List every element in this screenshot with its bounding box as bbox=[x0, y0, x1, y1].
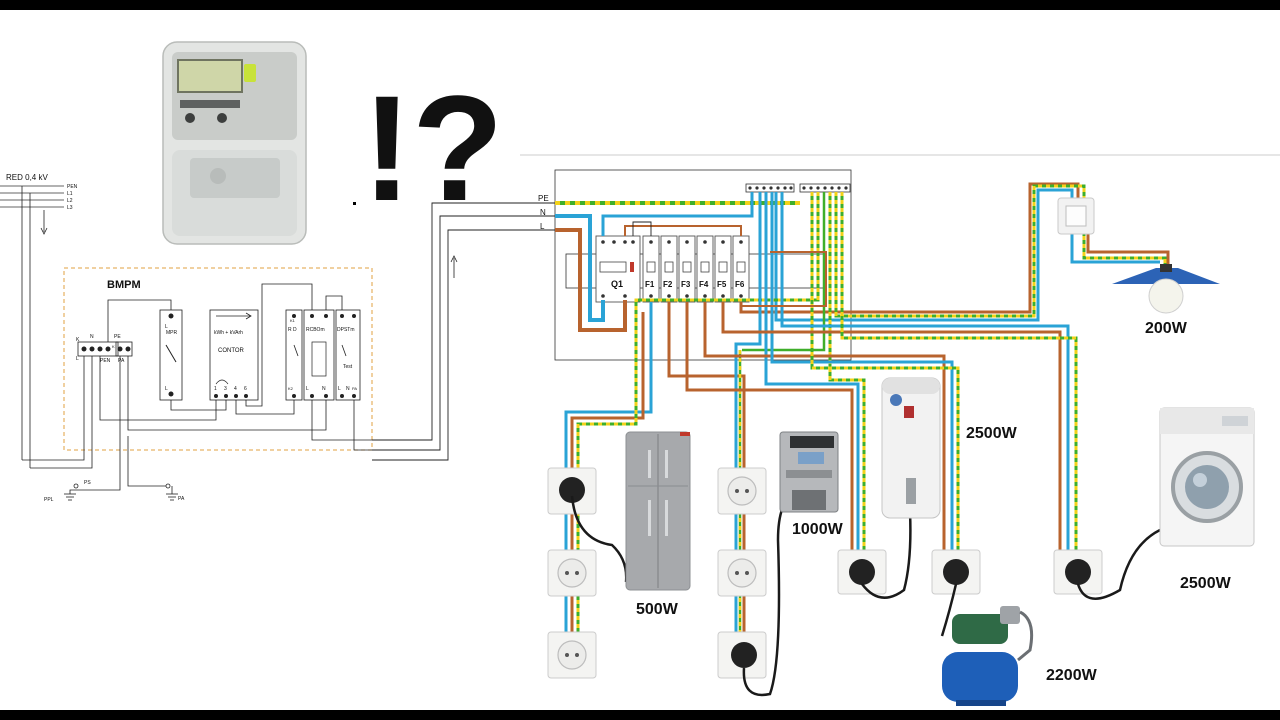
socket-pump bbox=[931, 549, 981, 595]
bmpm-title: BMPM bbox=[107, 279, 141, 291]
arrow-up-icon bbox=[450, 255, 458, 278]
coffee-machine-image bbox=[779, 431, 839, 513]
meter-term-1: 1 bbox=[214, 386, 217, 392]
meter-label: kWh + kVArh bbox=[214, 330, 243, 336]
washer-power: 2500W bbox=[1180, 575, 1232, 592]
pump-power: 2200W bbox=[1046, 667, 1098, 684]
bus-label-n: N bbox=[540, 208, 546, 217]
bmpm-term-pe: PE bbox=[114, 334, 121, 340]
socket-washer bbox=[1053, 549, 1103, 595]
ground-ppl: PPL bbox=[44, 497, 54, 503]
bterm-l2: L bbox=[338, 386, 341, 392]
fridge-power: 500W bbox=[636, 601, 679, 618]
rcbo-device bbox=[303, 309, 335, 401]
arrow-down-icon bbox=[40, 227, 48, 235]
lamp-power: 200W bbox=[1145, 320, 1188, 337]
breaker-label-dpst: DPSTm bbox=[337, 327, 355, 333]
socket-fridge-3 bbox=[547, 631, 597, 679]
breaker-f1 bbox=[642, 235, 660, 303]
breaker-f2 bbox=[660, 235, 678, 303]
arrow-right-icon bbox=[245, 312, 252, 320]
light-switch-image bbox=[1057, 197, 1095, 235]
breaker-f6 bbox=[732, 235, 750, 303]
line-pen: PEN bbox=[67, 184, 78, 190]
feeder-cable bbox=[372, 202, 555, 461]
test-label: Test bbox=[343, 364, 353, 370]
mpr-term-top: L bbox=[165, 324, 168, 330]
meter-name: CONTOR bbox=[218, 348, 245, 354]
q1-label: Q1 bbox=[611, 279, 623, 289]
ceiling-lamp-image bbox=[1112, 264, 1220, 314]
bterm-n1: N bbox=[322, 386, 326, 392]
socket-fridge-2 bbox=[547, 549, 597, 597]
bmpm-term-k2: K bbox=[112, 344, 115, 349]
bterm-l1: L bbox=[306, 386, 309, 392]
bmpm-term-l: L bbox=[76, 356, 79, 362]
mpr-term-bottom: L bbox=[165, 386, 168, 392]
breaker-f4 bbox=[696, 235, 714, 303]
bmpm-term-pa: PA bbox=[118, 358, 125, 364]
socket-coffee-3 bbox=[717, 631, 767, 679]
water-heater-image bbox=[881, 377, 941, 519]
socket-fridge-1 bbox=[547, 467, 597, 515]
ground-icon bbox=[64, 486, 178, 501]
water-pump-image bbox=[942, 606, 1034, 706]
coffee-power: 1000W bbox=[792, 521, 844, 538]
ground-pa: PA bbox=[178, 496, 185, 502]
meter-device bbox=[209, 309, 259, 401]
supply-label: RED 0,4 kV bbox=[6, 173, 48, 182]
bmpm-term-n: N bbox=[90, 334, 94, 340]
appliance-cords bbox=[570, 493, 1161, 697]
breaker-label-rcbo: RCBOm bbox=[306, 327, 325, 333]
f3-label: F3 bbox=[681, 280, 691, 289]
line-l3: L3 bbox=[67, 205, 73, 211]
bmpm-dashed-border bbox=[63, 267, 373, 451]
breaker-f3 bbox=[678, 235, 696, 303]
bterm-pa: PA bbox=[352, 386, 357, 391]
meter-term-3: 3 bbox=[224, 386, 227, 392]
f1-label: F1 bbox=[645, 280, 655, 289]
mpr-label: MPR bbox=[166, 330, 178, 336]
supply-network: RED 0,4 kV PEN L1 L2 L3 bbox=[0, 173, 78, 468]
breaker-label-rd: R D bbox=[288, 327, 297, 333]
f4-label: F4 bbox=[699, 280, 709, 289]
bmpm-term-k: K bbox=[76, 337, 80, 343]
line-l2: L2 bbox=[67, 198, 73, 204]
washing-machine-image bbox=[1159, 407, 1255, 547]
socket-coffee-2 bbox=[717, 549, 767, 597]
bmpm-term-pen: PEN bbox=[100, 358, 111, 364]
meter-term-6: 6 bbox=[244, 386, 247, 392]
boiler-power: 2500W bbox=[966, 425, 1018, 442]
line-l1: L1 bbox=[67, 191, 73, 197]
meter-term-4: 4 bbox=[234, 386, 237, 392]
f6-label: F6 bbox=[735, 280, 745, 289]
k2-label: K2 bbox=[288, 386, 294, 391]
refrigerator-image bbox=[625, 431, 691, 591]
bus-label-pe: PE bbox=[538, 194, 549, 203]
energy-meter-image bbox=[162, 41, 307, 245]
punctuation-symbols: !? bbox=[362, 64, 504, 232]
socket-coffee-machine bbox=[837, 549, 887, 595]
dpst-device bbox=[335, 309, 361, 401]
mpr-device bbox=[159, 309, 183, 401]
f5-label: F5 bbox=[717, 280, 727, 289]
k1-label: K1 bbox=[290, 318, 296, 323]
ground-ps: PS bbox=[84, 480, 91, 486]
bterm-n2: N bbox=[346, 386, 350, 392]
bmpm-box: BMPM K L N PE K PEN PA L MPR L kWh + kVA… bbox=[22, 267, 373, 503]
bus-label-l: L bbox=[540, 222, 545, 231]
breaker-f5 bbox=[714, 235, 732, 303]
f2-label: F2 bbox=[663, 280, 673, 289]
socket-coffee-1 bbox=[717, 467, 767, 515]
